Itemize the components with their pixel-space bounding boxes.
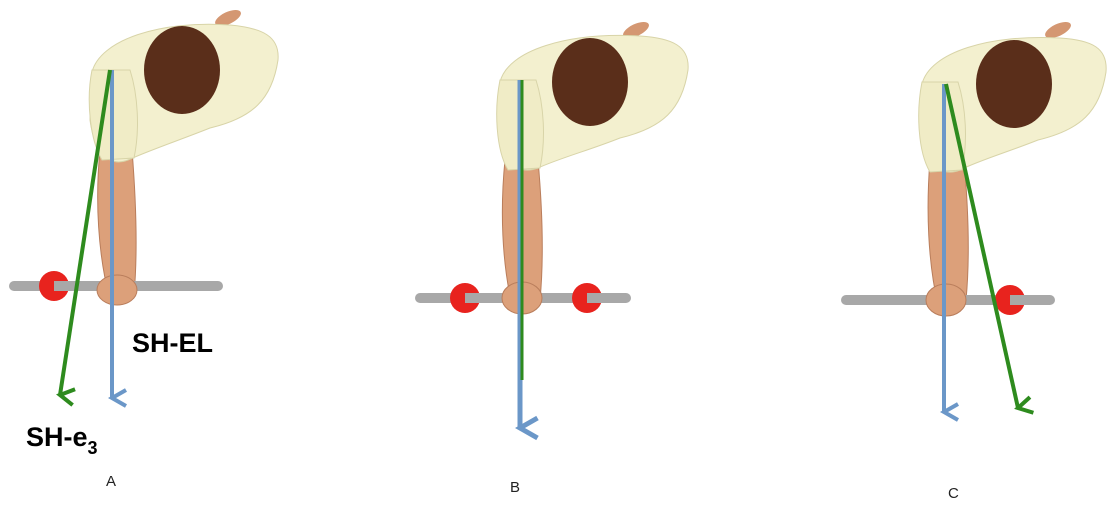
label-sh-el: SH-EL <box>132 328 213 358</box>
label-sh-e3: SH-e3 <box>26 422 98 458</box>
panel-b: B <box>420 19 688 496</box>
fist <box>97 275 137 305</box>
caption-c: C <box>948 485 959 502</box>
clamp-slot <box>465 293 485 303</box>
caption-b: B <box>510 479 520 496</box>
head <box>552 38 628 126</box>
panel-c: C <box>846 19 1106 502</box>
label-sh-e3-subscript: 3 <box>88 438 98 458</box>
label-sh-e3-base: SH-e <box>26 422 88 452</box>
caption-a: A <box>106 473 116 490</box>
panel-a: SH-EL SH-e3 A <box>14 7 278 490</box>
clamp-slot <box>1010 295 1030 305</box>
head <box>976 40 1052 128</box>
clamp-slot <box>54 281 74 291</box>
head <box>144 26 220 114</box>
clamp-slot <box>587 293 607 303</box>
